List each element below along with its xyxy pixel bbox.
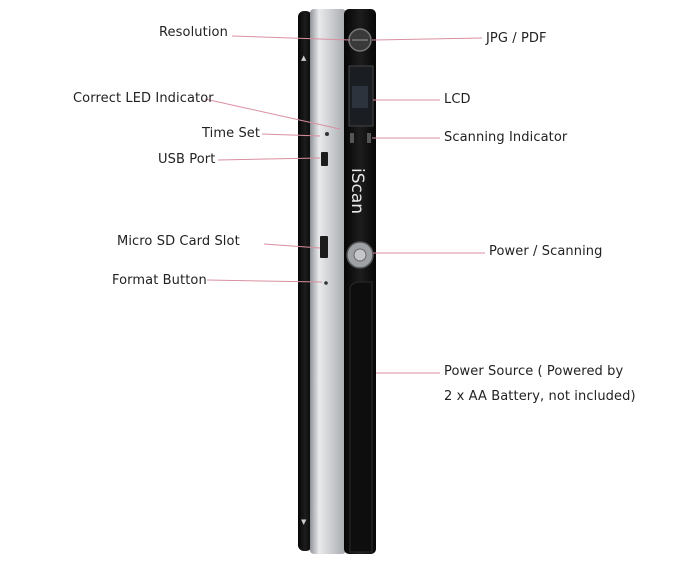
label-scanning-indicator: Scanning Indicator bbox=[444, 130, 568, 145]
label-power-source-line1: Power Source ( Powered by bbox=[444, 364, 624, 379]
led-dot bbox=[325, 132, 329, 136]
label-time-set: Time Set bbox=[202, 126, 261, 141]
brand-text: iScan bbox=[347, 168, 367, 214]
svg-text:▲: ▲ bbox=[301, 54, 307, 62]
label-usb-port: USB Port bbox=[158, 152, 216, 167]
battery-door bbox=[349, 281, 373, 553]
scanning-indicator-light bbox=[350, 133, 354, 143]
leader-lines bbox=[204, 35, 485, 374]
label-format-button: Format Button bbox=[112, 273, 207, 288]
label-micro-sd: Micro SD Card Slot bbox=[117, 234, 240, 249]
label-power-scanning: Power / Scanning bbox=[489, 244, 603, 259]
label-lcd: LCD bbox=[444, 92, 471, 107]
micro-sd-slot bbox=[320, 236, 328, 258]
label-jpg-pdf: JPG / PDF bbox=[486, 31, 547, 46]
label-power-source-line2: 2 x AA Battery, not included) bbox=[444, 389, 636, 404]
format-hole bbox=[324, 281, 328, 285]
scanner-body-silver bbox=[310, 9, 346, 554]
scanner-body-left-edge bbox=[298, 11, 312, 551]
svg-text:▼: ▼ bbox=[301, 518, 307, 526]
usb-port bbox=[321, 152, 328, 166]
label-correct-led: Correct LED Indicator bbox=[73, 91, 214, 106]
label-resolution: Resolution bbox=[159, 25, 228, 40]
